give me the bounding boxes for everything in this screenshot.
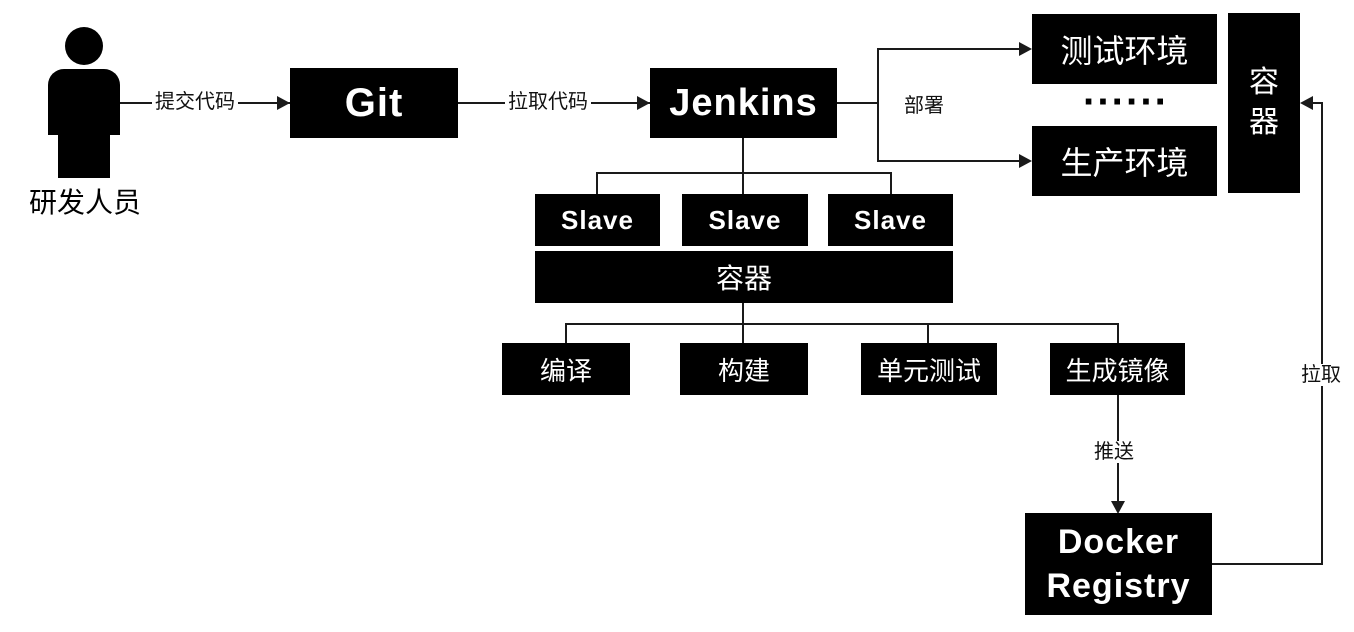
container-right-node: 容器 <box>1228 13 1300 193</box>
test-env-node: 测试环境 <box>1032 14 1217 84</box>
jenkins-node: Jenkins <box>650 68 837 138</box>
slave-3-node: Slave <box>828 194 953 246</box>
slave-1-node: Slave <box>535 194 660 246</box>
container-right-label: 容器 <box>1249 65 1279 140</box>
connector-gen-image-drop <box>1117 323 1119 343</box>
connector-slave3-drop <box>890 172 892 194</box>
arrowhead-right-icon <box>1019 42 1032 56</box>
arrowhead-down-icon <box>1111 501 1125 514</box>
edge-label-push: 推送 <box>1091 441 1137 463</box>
connector-pull-top <box>1308 102 1323 104</box>
docker-registry-label: Docker Registry <box>1046 522 1191 605</box>
edge-label-commit-code: 提交代码 <box>152 91 238 113</box>
compile-node: 编译 <box>502 343 630 395</box>
arrowhead-right-icon <box>277 96 290 110</box>
connector-pull-bottom <box>1212 563 1323 565</box>
connector-jenkins-deploy <box>837 102 878 104</box>
connector-build-drop <box>742 323 744 343</box>
slave-2-node: Slave <box>682 194 808 246</box>
actor-label: 研发人员 <box>28 187 141 218</box>
connector-slave-branch <box>596 172 892 174</box>
gen-image-node: 生成镜像 <box>1050 343 1185 395</box>
connector-unit-test-drop <box>927 323 929 343</box>
arrowhead-right-icon <box>637 96 650 110</box>
arrowhead-left-icon <box>1300 96 1313 110</box>
git-node: Git <box>290 68 458 138</box>
edge-label-deploy: 部署 <box>901 95 947 117</box>
edge-label-pull: 拉取 <box>1298 364 1344 386</box>
connector-pull-vertical <box>1321 103 1323 565</box>
connector-slave1-drop <box>596 172 598 194</box>
container-bar-node: 容器 <box>535 251 953 303</box>
connector-deploy-test-env <box>877 48 1020 50</box>
unit-test-node: 单元测试 <box>861 343 997 395</box>
connector-slave2-drop <box>742 172 744 194</box>
connector-deploy-prod-env <box>877 160 1020 162</box>
connector-stage-branch <box>565 323 1119 325</box>
more-environments-ellipsis: ······ <box>1083 80 1169 124</box>
person-icon-legs <box>58 135 110 178</box>
connector-jenkins-slaves <box>742 138 744 173</box>
prod-env-node: 生产环境 <box>1032 126 1217 196</box>
person-icon <box>65 27 103 65</box>
connector-compile-drop <box>565 323 567 343</box>
person-icon-torso <box>48 69 120 135</box>
edge-label-pull-code: 拉取代码 <box>505 91 591 113</box>
connector-deploy-bracket <box>877 48 879 162</box>
arrowhead-right-icon <box>1019 154 1032 168</box>
connector-container-stages <box>742 303 744 324</box>
docker-registry-node: Docker Registry <box>1025 513 1212 615</box>
build-node: 构建 <box>680 343 808 395</box>
